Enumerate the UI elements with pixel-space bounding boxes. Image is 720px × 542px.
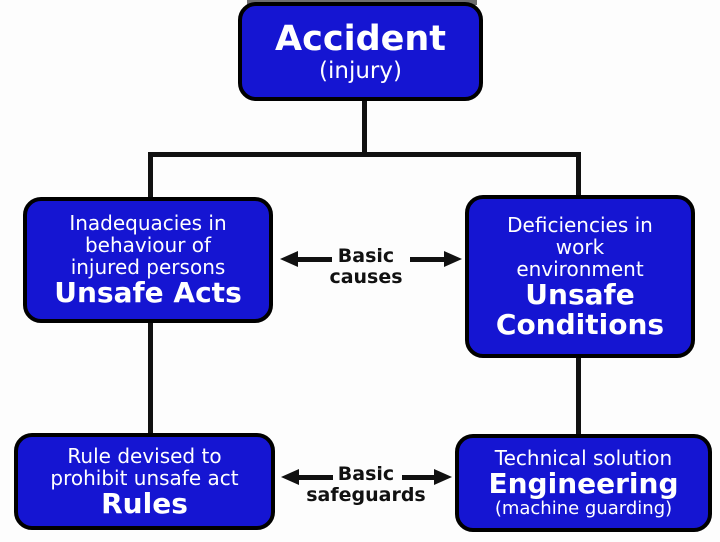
connector-accident-down	[362, 98, 367, 154]
connector-unsafe-conditions-to-engineering	[576, 354, 581, 436]
arrow-right-shaft	[410, 257, 446, 262]
arrow-left-shaft	[296, 257, 332, 262]
connector-unsafe-acts-to-rules	[148, 319, 153, 435]
node-title: Rules	[101, 486, 188, 520]
node-title: Engineering	[488, 467, 679, 500]
node-engineering: Technical solution Engineering (machine …	[455, 434, 712, 532]
node-body: Technical solution	[494, 446, 673, 470]
label-basic-safeguards: Basic safeguards	[306, 463, 426, 506]
node-subtitle: (injury)	[319, 57, 402, 84]
arrow-left-icon	[281, 469, 299, 485]
node-title: Accident	[274, 18, 447, 59]
connector-horizontal-rail	[148, 152, 581, 157]
connector-rail-to-unsafe-acts	[148, 152, 153, 199]
node-body: Deficiencies in work environment	[507, 212, 653, 281]
node-unsafe-conditions: Deficiencies in work environment Unsafe …	[465, 195, 695, 358]
arrow-left-icon	[280, 251, 298, 267]
node-rules: Rule devised to prohibit unsafe act Rule…	[14, 433, 275, 530]
node-unsafe-acts: Inadequacies in behaviour of injured per…	[23, 197, 273, 323]
node-title: Unsafe Conditions	[495, 277, 665, 341]
node-accident: Accident (injury)	[238, 2, 483, 101]
arrow-left-shaft	[297, 475, 333, 480]
node-title: Unsafe Acts	[54, 276, 242, 309]
connector-rail-to-unsafe-conditions	[576, 152, 581, 197]
arrow-right-icon	[434, 469, 452, 485]
node-subtitle: (machine guarding)	[494, 498, 673, 519]
node-body: Rule devised to prohibit unsafe act	[50, 443, 239, 490]
node-body: Inadequacies in behaviour of injured per…	[69, 211, 227, 279]
arrow-right-shaft	[402, 475, 438, 480]
label-basic-causes: Basic causes	[329, 245, 403, 288]
arrow-right-icon	[444, 251, 462, 267]
